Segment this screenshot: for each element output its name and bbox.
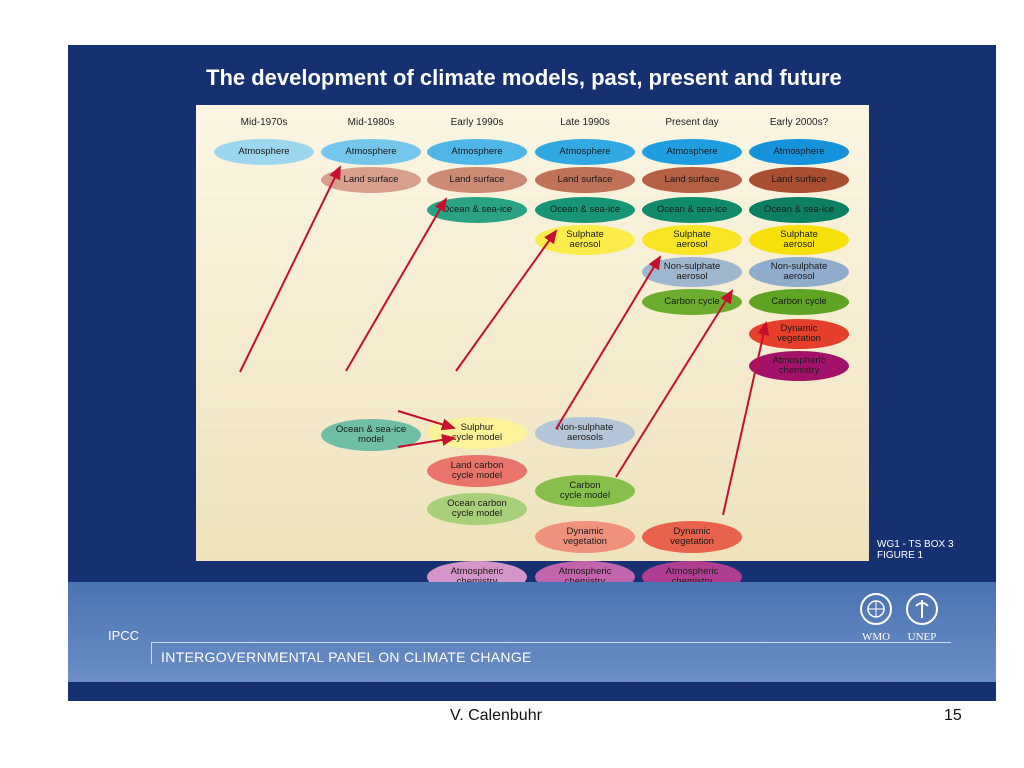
component-carb6: Carbon cycle (749, 289, 849, 315)
band-divider-horizontal (151, 642, 951, 643)
arrow-8 (722, 321, 770, 516)
figure-ref-line-2: FIGURE 1 (877, 550, 924, 561)
component-atm3: Atmosphere (427, 139, 527, 165)
slide: The development of climate models, past,… (68, 45, 996, 701)
ipcc-abbr: IPCC (108, 628, 140, 643)
figure-reference: WG1 - TS BOX 3 FIGURE 1 (877, 539, 954, 561)
column-header: Present day (665, 117, 719, 128)
component-atm2: Atmosphere (321, 139, 421, 165)
component-ocean6: Ocean & sea-ice (749, 197, 849, 223)
band-divider-vertical (151, 642, 152, 664)
arrow-7 (615, 289, 734, 478)
component-atm4: Atmosphere (535, 139, 635, 165)
wmo-emblem-icon (860, 593, 892, 625)
arrow-1 (239, 165, 341, 373)
ipcc-band (68, 582, 996, 682)
arrow-6 (397, 433, 456, 448)
component-ocean4: Ocean & sea-ice (535, 197, 635, 223)
component-atm1: Atmosphere (214, 139, 314, 165)
column-header: Early 1990s (450, 117, 504, 128)
page-number: 15 (944, 707, 962, 724)
arrow-2 (345, 197, 448, 372)
wmo-logo: WMO (856, 592, 896, 643)
component-ocean5: Ocean & sea-ice (642, 197, 742, 223)
wmo-label: WMO (861, 631, 891, 643)
component-land5: Land surface (642, 167, 742, 193)
column-header: Mid-1970s (240, 117, 288, 128)
evolution-arrows (239, 165, 770, 516)
column-header: Mid-1980s (347, 117, 395, 128)
arrow-4 (555, 255, 662, 430)
slide-title: The development of climate models, past,… (206, 65, 842, 90)
footer-author: V. Calenbuhr (450, 707, 542, 724)
component-atm6: Atmosphere (749, 139, 849, 165)
figure-ref-line-1: WG1 - TS BOX 3 (877, 539, 954, 550)
arrow-5 (397, 410, 456, 431)
column-header: Early 2000s? (769, 117, 829, 128)
component-land4: Land surface (535, 167, 635, 193)
unep-label: UNEP (907, 631, 937, 643)
component-land3: Land surface (427, 167, 527, 193)
component-land6: Land surface (749, 167, 849, 193)
org-name: INTERGOVERNMENTAL PANEL ON CLIMATE CHANG… (161, 649, 532, 665)
unep-emblem-icon (906, 593, 938, 625)
component-atm5: Atmosphere (642, 139, 742, 165)
unep-logo: UNEP (902, 592, 942, 643)
arrow-3 (455, 229, 558, 372)
diagram-panel: Mid-1970s Mid-1980s Early 1990s Late 1990s P… (196, 105, 869, 593)
column-header: Late 1990s (560, 117, 610, 128)
